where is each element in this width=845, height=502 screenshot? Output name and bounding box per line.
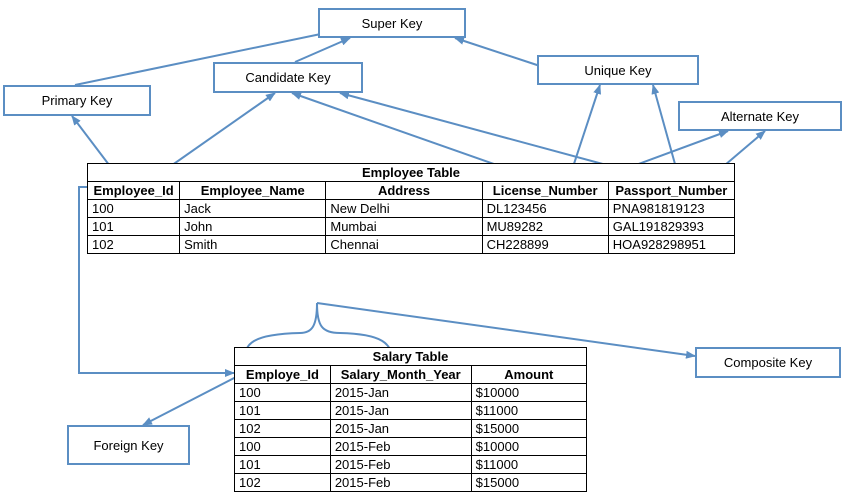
table-row: 102 Smith Chennai CH228899 HOA928298951	[86, 235, 736, 254]
salary-table: Salary Table Employe_Id Salary_Month_Yea…	[234, 347, 588, 492]
primary-to-super-arrow	[74, 27, 341, 86]
table-cell: 2015-Jan	[329, 383, 472, 402]
employee-table: Employee Table Employee_Id Employee_Name…	[86, 163, 736, 254]
table-cell: GAL191829393	[607, 217, 736, 236]
table-cell: Chennai	[325, 235, 483, 254]
table-cell: New Delhi	[325, 199, 483, 218]
table-cell: CH228899	[481, 235, 609, 254]
empid-to-salary-empid-connector	[78, 186, 235, 377]
table-row: 100 Jack New Delhi DL123456 PNA981819123	[86, 199, 736, 218]
salary-header-amount: Amount	[470, 365, 588, 384]
table-cell: 2015-Feb	[329, 437, 472, 456]
salary-header-employe-id: Employe_Id	[234, 365, 331, 384]
table-cell: PNA981819123	[607, 199, 736, 218]
table-cell: 2015-Jan	[329, 401, 472, 420]
table-cell: 100	[234, 437, 331, 456]
table-cell: $10000	[470, 383, 588, 402]
table-row: 101 2015-Feb $11000	[234, 455, 588, 474]
salary-empid-to-foreign-arrow	[142, 375, 239, 426]
table-cell: MU89282	[481, 217, 609, 236]
table-row: 102 2015-Jan $15000	[234, 419, 588, 438]
primary-key-box: Primary Key	[3, 85, 151, 116]
table-row: 100 2015-Jan $10000	[234, 383, 588, 402]
table-cell: 102	[86, 235, 181, 254]
table-cell: 101	[234, 455, 331, 474]
table-cell: $11000	[470, 401, 588, 420]
table-row: 100 2015-Feb $10000	[234, 437, 588, 456]
alternate-key-box: Alternate Key	[678, 101, 842, 131]
candidate-key-box: Candidate Key	[213, 62, 363, 93]
table-cell: Smith	[179, 235, 327, 254]
table-cell: 2015-Feb	[329, 473, 472, 492]
table-row: 102 2015-Feb $15000	[234, 473, 588, 492]
table-row: 101 John Mumbai MU89282 GAL191829393	[86, 217, 736, 236]
composite-key-box: Composite Key	[695, 347, 841, 378]
brace-to-composite-arrow	[316, 302, 696, 359]
table-cell: 102	[234, 419, 331, 438]
passport-to-candidate-arrow	[339, 91, 626, 171]
table-cell: John	[179, 217, 327, 236]
salary-header-salary-month-year: Salary_Month_Year	[329, 365, 472, 384]
table-cell: 2015-Feb	[329, 455, 472, 474]
table-cell: 100	[234, 383, 331, 402]
table-cell: 100	[86, 199, 181, 218]
employee-table-title: Employee Table	[87, 163, 735, 182]
table-cell: $10000	[470, 437, 588, 456]
employee-header-passport-number: Passport_Number	[607, 181, 736, 200]
table-cell: $11000	[470, 455, 588, 474]
table-cell: 101	[234, 401, 331, 420]
table-cell: 2015-Jan	[329, 419, 472, 438]
foreign-key-box: Foreign Key	[67, 425, 190, 465]
unique-to-super-arrow	[454, 37, 541, 67]
unique-key-box: Unique Key	[537, 55, 699, 85]
employee-header-address: Address	[325, 181, 483, 200]
table-cell: Jack	[179, 199, 327, 218]
table-cell: 102	[234, 473, 331, 492]
table-cell: 101	[86, 217, 181, 236]
employee-header-license-number: License_Number	[481, 181, 609, 200]
table-cell: $15000	[470, 473, 588, 492]
table-cell: Mumbai	[325, 217, 483, 236]
table-cell: DL123456	[481, 199, 609, 218]
table-cell: $15000	[470, 419, 588, 438]
table-cell: HOA928298951	[607, 235, 736, 254]
salary-table-title: Salary Table	[234, 347, 587, 366]
table-row: 101 2015-Jan $11000	[234, 401, 588, 420]
employee-header-employee-id: Employee_Id	[86, 181, 181, 200]
candidate-to-super-arrow	[294, 37, 351, 63]
employee-header-employee-name: Employee_Name	[179, 181, 327, 200]
super-key-box: Super Key	[318, 8, 466, 38]
